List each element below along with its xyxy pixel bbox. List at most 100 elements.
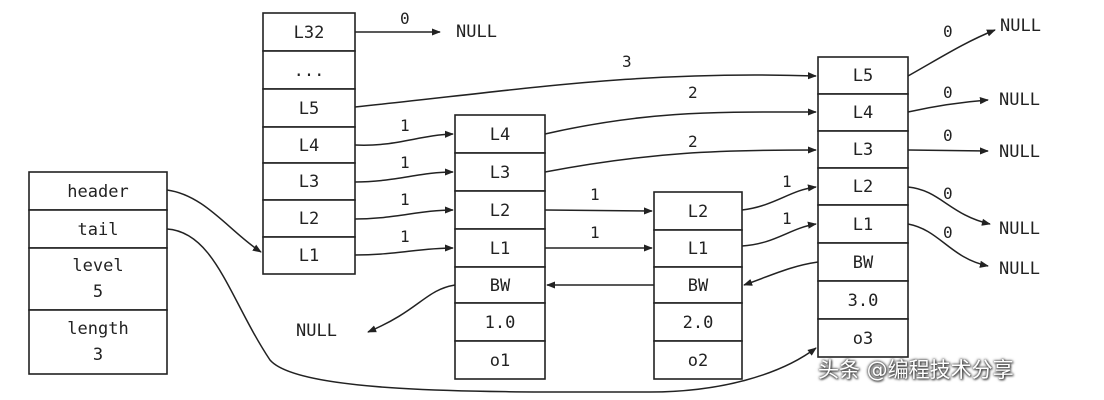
arrow-node1-bw-null xyxy=(367,284,456,333)
node-3-l1-text: L1 xyxy=(853,215,873,235)
arrow-head-l3-node1 xyxy=(354,168,454,183)
backward-pointers xyxy=(367,261,819,333)
node-1-obj xyxy=(454,340,546,380)
watermark-text: 头条 @编程技术分享 xyxy=(818,358,1014,382)
node-2-l2-text: L2 xyxy=(688,202,708,222)
span-head-l3: 1 xyxy=(400,153,410,172)
arrow-node3-l4-null xyxy=(907,97,989,113)
node-2-obj xyxy=(653,340,743,380)
span-n1-l4: 2 xyxy=(688,83,698,102)
header-node-ellipsis-text: ... xyxy=(294,61,325,81)
arrow-node3-l5-null xyxy=(907,29,996,77)
node-3-level-l2 xyxy=(817,167,909,206)
level-label: level xyxy=(72,256,123,276)
span-head-l5: 3 xyxy=(622,52,632,71)
span-head-l1: 1 xyxy=(400,227,410,246)
header-node-l32-text: L32 xyxy=(294,23,325,43)
null-label-node3-l4: NULL xyxy=(999,90,1040,110)
node-2-score xyxy=(653,302,743,342)
header-node-l5-text: L5 xyxy=(299,99,319,119)
header-node-l3-text: L3 xyxy=(299,172,319,192)
header-node-l2-text: L2 xyxy=(299,209,319,229)
span-n2-l1: 1 xyxy=(782,209,792,228)
null-labels: NULL NULL NULL NULL NULL NULL NULL xyxy=(296,16,1041,341)
arrow-node1-l2-node2 xyxy=(544,207,653,215)
arrow-head-l1-node1 xyxy=(354,244,454,256)
header-node-level-ellipsis xyxy=(262,50,356,90)
header-node-level-l4 xyxy=(262,126,356,164)
node-3-obj xyxy=(817,318,909,358)
node-1: L4 L3 L2 L1 BW 1.0 o1 xyxy=(454,114,546,380)
node-2-score-text: 2.0 xyxy=(683,313,714,333)
node-2-bw-text: BW xyxy=(688,276,709,296)
node-3-l4-text: L4 xyxy=(853,103,873,123)
span-n1-l3: 2 xyxy=(688,132,698,151)
node-1-l2-text: L2 xyxy=(490,201,510,221)
node-2-l1-text: L1 xyxy=(688,239,708,259)
node-1-score-text: 1.0 xyxy=(485,313,516,333)
header-node-level-l2 xyxy=(262,199,356,238)
header-node-l1-text: L1 xyxy=(299,246,319,266)
length-field xyxy=(28,309,168,375)
level-field xyxy=(28,247,168,311)
arrow-node3-l1-null xyxy=(907,223,989,268)
arrow-head-l4-node1 xyxy=(354,130,454,146)
arrow-node3-l3-null xyxy=(907,147,989,155)
span-labels: 0 3 1 1 1 1 2 2 1 1 1 1 0 0 0 0 0 xyxy=(400,9,953,246)
node-3-score-text: 3.0 xyxy=(848,291,879,311)
null-label-head-l32: NULL xyxy=(456,22,497,42)
list-pointers xyxy=(166,189,817,393)
node-3-bw-text: BW xyxy=(853,253,874,273)
node-3-l3-text: L3 xyxy=(853,140,873,160)
node-3-obj-text: o3 xyxy=(853,329,873,349)
node-2: L2 L1 BW 2.0 o2 xyxy=(653,191,743,380)
forward-pointers xyxy=(354,28,996,268)
arrow-node3-bw-node2 xyxy=(743,261,819,286)
span-n1-l1: 1 xyxy=(590,223,600,242)
arrow-node3-l2-null xyxy=(907,186,991,226)
span-n2-l2: 1 xyxy=(782,172,792,191)
span-n3-l3: 0 xyxy=(943,126,953,145)
arrow-node2-l2-node3 xyxy=(741,184,817,211)
node-3-backward xyxy=(817,242,909,282)
null-label-node3-l5: NULL xyxy=(1000,16,1041,36)
span-head-l32: 0 xyxy=(400,9,410,28)
tail-label: tail xyxy=(78,220,119,240)
node-1-bw-text: BW xyxy=(490,276,511,296)
node-1-l1-text: L1 xyxy=(490,239,510,259)
span-n3-l4: 0 xyxy=(943,83,953,102)
header-field xyxy=(28,171,168,211)
node-3-l5-text: L5 xyxy=(853,66,873,86)
null-label-backward: NULL xyxy=(296,321,337,341)
node-3-score xyxy=(817,280,909,320)
arrow-node1-l3-node3 xyxy=(544,146,817,173)
node-3: L5 L4 L3 L2 L1 BW 3.0 o3 xyxy=(817,56,909,358)
level-value: 5 xyxy=(93,282,103,302)
node-3-l2-text: L2 xyxy=(853,177,873,197)
header-node: L32 ... L5 L4 L3 L2 L1 xyxy=(262,12,356,275)
span-head-l2: 1 xyxy=(400,190,410,209)
list-header-struct: header tail level 5 length 3 xyxy=(28,171,168,375)
node-1-level-l2 xyxy=(454,190,546,230)
node-3-level-l3 xyxy=(817,130,909,169)
node-1-l3-text: L3 xyxy=(490,163,510,183)
span-n3-l5: 0 xyxy=(943,22,953,41)
length-label: length xyxy=(67,319,128,339)
tail-field xyxy=(28,209,168,249)
node-1-score xyxy=(454,302,546,342)
arrow-node2-l1-node3 xyxy=(741,221,817,247)
node-1-level-l4 xyxy=(454,114,546,154)
header-label: header xyxy=(67,182,128,202)
length-value: 3 xyxy=(93,345,103,365)
null-label-node3-l2: NULL xyxy=(999,219,1040,239)
node-2-obj-text: o2 xyxy=(688,351,708,371)
arrow-header-to-headnode xyxy=(166,189,262,253)
node-1-l4-text: L4 xyxy=(490,125,510,145)
span-n3-l2: 0 xyxy=(943,184,953,203)
null-label-node3-l1: NULL xyxy=(999,259,1040,279)
arrow-node1-l4-node3 xyxy=(544,108,817,135)
span-n1-l2: 1 xyxy=(590,185,600,204)
null-label-node3-l3: NULL xyxy=(999,142,1040,162)
arrow-head-l5-node3 xyxy=(354,72,817,108)
